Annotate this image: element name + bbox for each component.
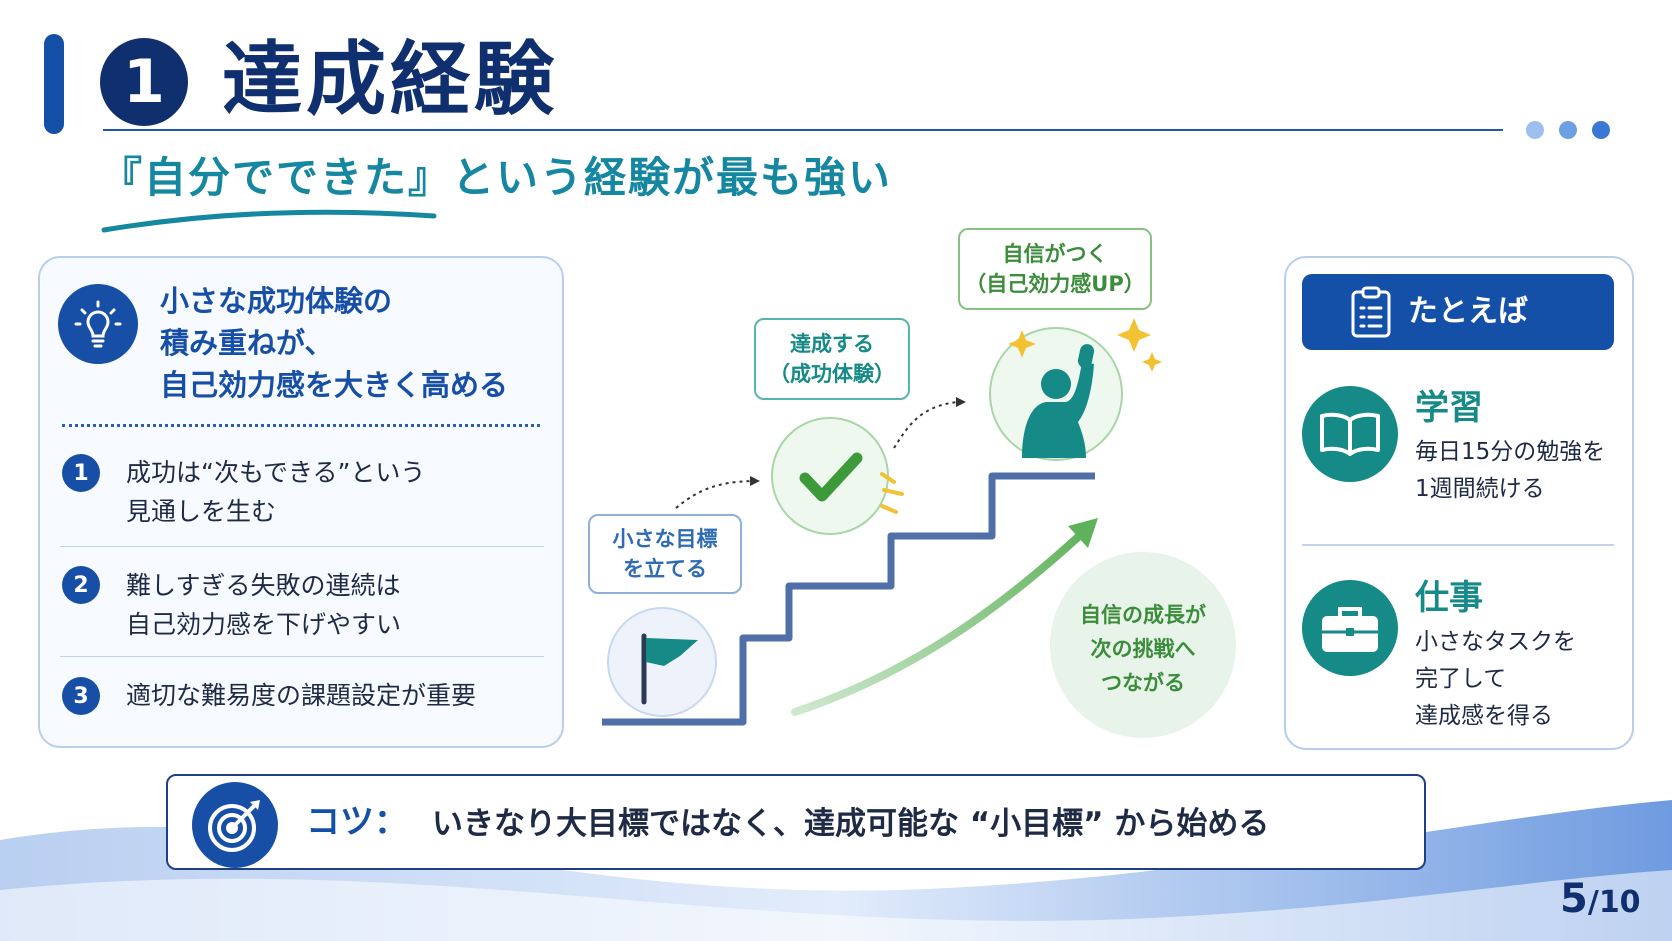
example-study-body: 毎日15分の勉強を 1週間続ける [1415,434,1605,508]
dotted-arrow-1 [675,480,753,509]
pagination: 5/10 [1560,874,1641,932]
step1-line-2: を立てる [623,557,707,581]
staircase-line [602,472,1095,726]
study-line-1: 毎日15分の勉強を [1415,439,1606,465]
book-icon [1302,386,1398,482]
decor-dot-1 [1526,121,1544,139]
decor-dot-3 [1592,121,1610,139]
lead-line-2: 積み重ねが、 [160,326,334,360]
tip-box [166,774,1426,870]
point-number-3: 3 [62,677,100,715]
decor-dot-2 [1559,121,1577,139]
growth-line-3: つながる [1101,671,1185,695]
point-1-line-2: 見通しを生む [126,497,277,526]
staircase-diagram [602,318,1162,726]
footer-wave-decoration [0,800,1672,941]
growth-arrow [791,524,1092,716]
growth-arrowhead [1068,518,1098,548]
work-line-1: 小さなタスクを [1415,629,1576,655]
point-2-line-2: 自己効力感を下げやすい [126,610,402,639]
example-work-heading: 仕事 [1415,578,1483,618]
growth-line-2: 次の挑戦へ [1090,637,1196,661]
step-set-goal-label: 小さな目標 を立てる [588,514,742,594]
flag-icon [641,633,698,705]
dotted-arrow-2 [893,401,959,449]
lead-line-1: 小さな成功体験の [160,284,393,318]
clipboard-icon [1351,286,1391,338]
growth-note-circle [1050,552,1236,738]
lead-statement: 小さな成功体験の 積み重ねが、 自己効力感を大きく高める [160,280,508,406]
point-text-3: 適切な難易度の課題設定が重要 [126,681,477,710]
point-text-1: 成功は“次もできる”という 見通しを生む [126,453,425,531]
dotted-divider [62,424,540,427]
header-accent-bar [44,34,64,134]
point-separator-1 [60,546,544,547]
point-2-line-1: 難しすぎる失敗の連続は [126,571,401,600]
study-line-2: 1週間続ける [1415,476,1545,502]
examples-title: たとえば [1408,294,1528,329]
page-title: 達成経験 [222,33,558,126]
point-number-1: 1 [62,454,100,492]
briefcase-icon [1302,580,1398,676]
growth-note: 自信の成長が 次の挑戦へ つながる [1050,598,1236,700]
lead-line-3: 自己効力感を大きく高める [160,368,509,402]
step2-line-2: （成功体験） [769,362,895,386]
point-number-2: 2 [62,566,100,604]
example-work-body: 小さなタスクを 完了して 達成感を得る [1415,624,1576,735]
example-study-heading: 学習 [1415,388,1483,428]
step-achieve-label: 達成する （成功体験） [754,318,910,400]
tip-label: コツ： [306,802,408,842]
checkmark-icon [799,452,863,502]
step3-line-2: （自己効力感UP） [965,272,1145,296]
page-subtitle: 『自分でできた』という経験が最も強い [100,153,893,202]
header-divider [103,129,1503,131]
target-icon [192,782,278,868]
page-current: 5 [1560,876,1588,922]
page-total: 10 [1598,885,1641,920]
person-raising-hand-icon [1022,344,1095,458]
growth-line-1: 自信の成長が [1080,603,1206,627]
step-confidence-label: 自信がつく （自己効力感UP） [958,228,1152,310]
tip-text: いきなり大目標ではなく、達成可能な “小目標” から始める [432,806,1270,842]
page-separator: / [1587,885,1599,920]
point-text-2: 難しすぎる失敗の連続は 自己効力感を下げやすい [126,566,401,644]
point-separator-2 [60,656,544,657]
examples-separator [1302,544,1614,546]
point-1-line-1: 成功は“次もできる”という [126,458,426,487]
section-number-badge: 1 [100,38,188,126]
work-line-3: 達成感を得る [1415,703,1553,729]
subtitle-underline-swoosh [101,209,437,233]
work-line-2: 完了して [1415,666,1507,692]
step2-line-1: 達成する [790,332,874,356]
step1-line-1: 小さな目標 [612,527,718,551]
step3-line-1: 自信がつく [1002,242,1108,266]
lightbulb-icon [58,284,138,364]
